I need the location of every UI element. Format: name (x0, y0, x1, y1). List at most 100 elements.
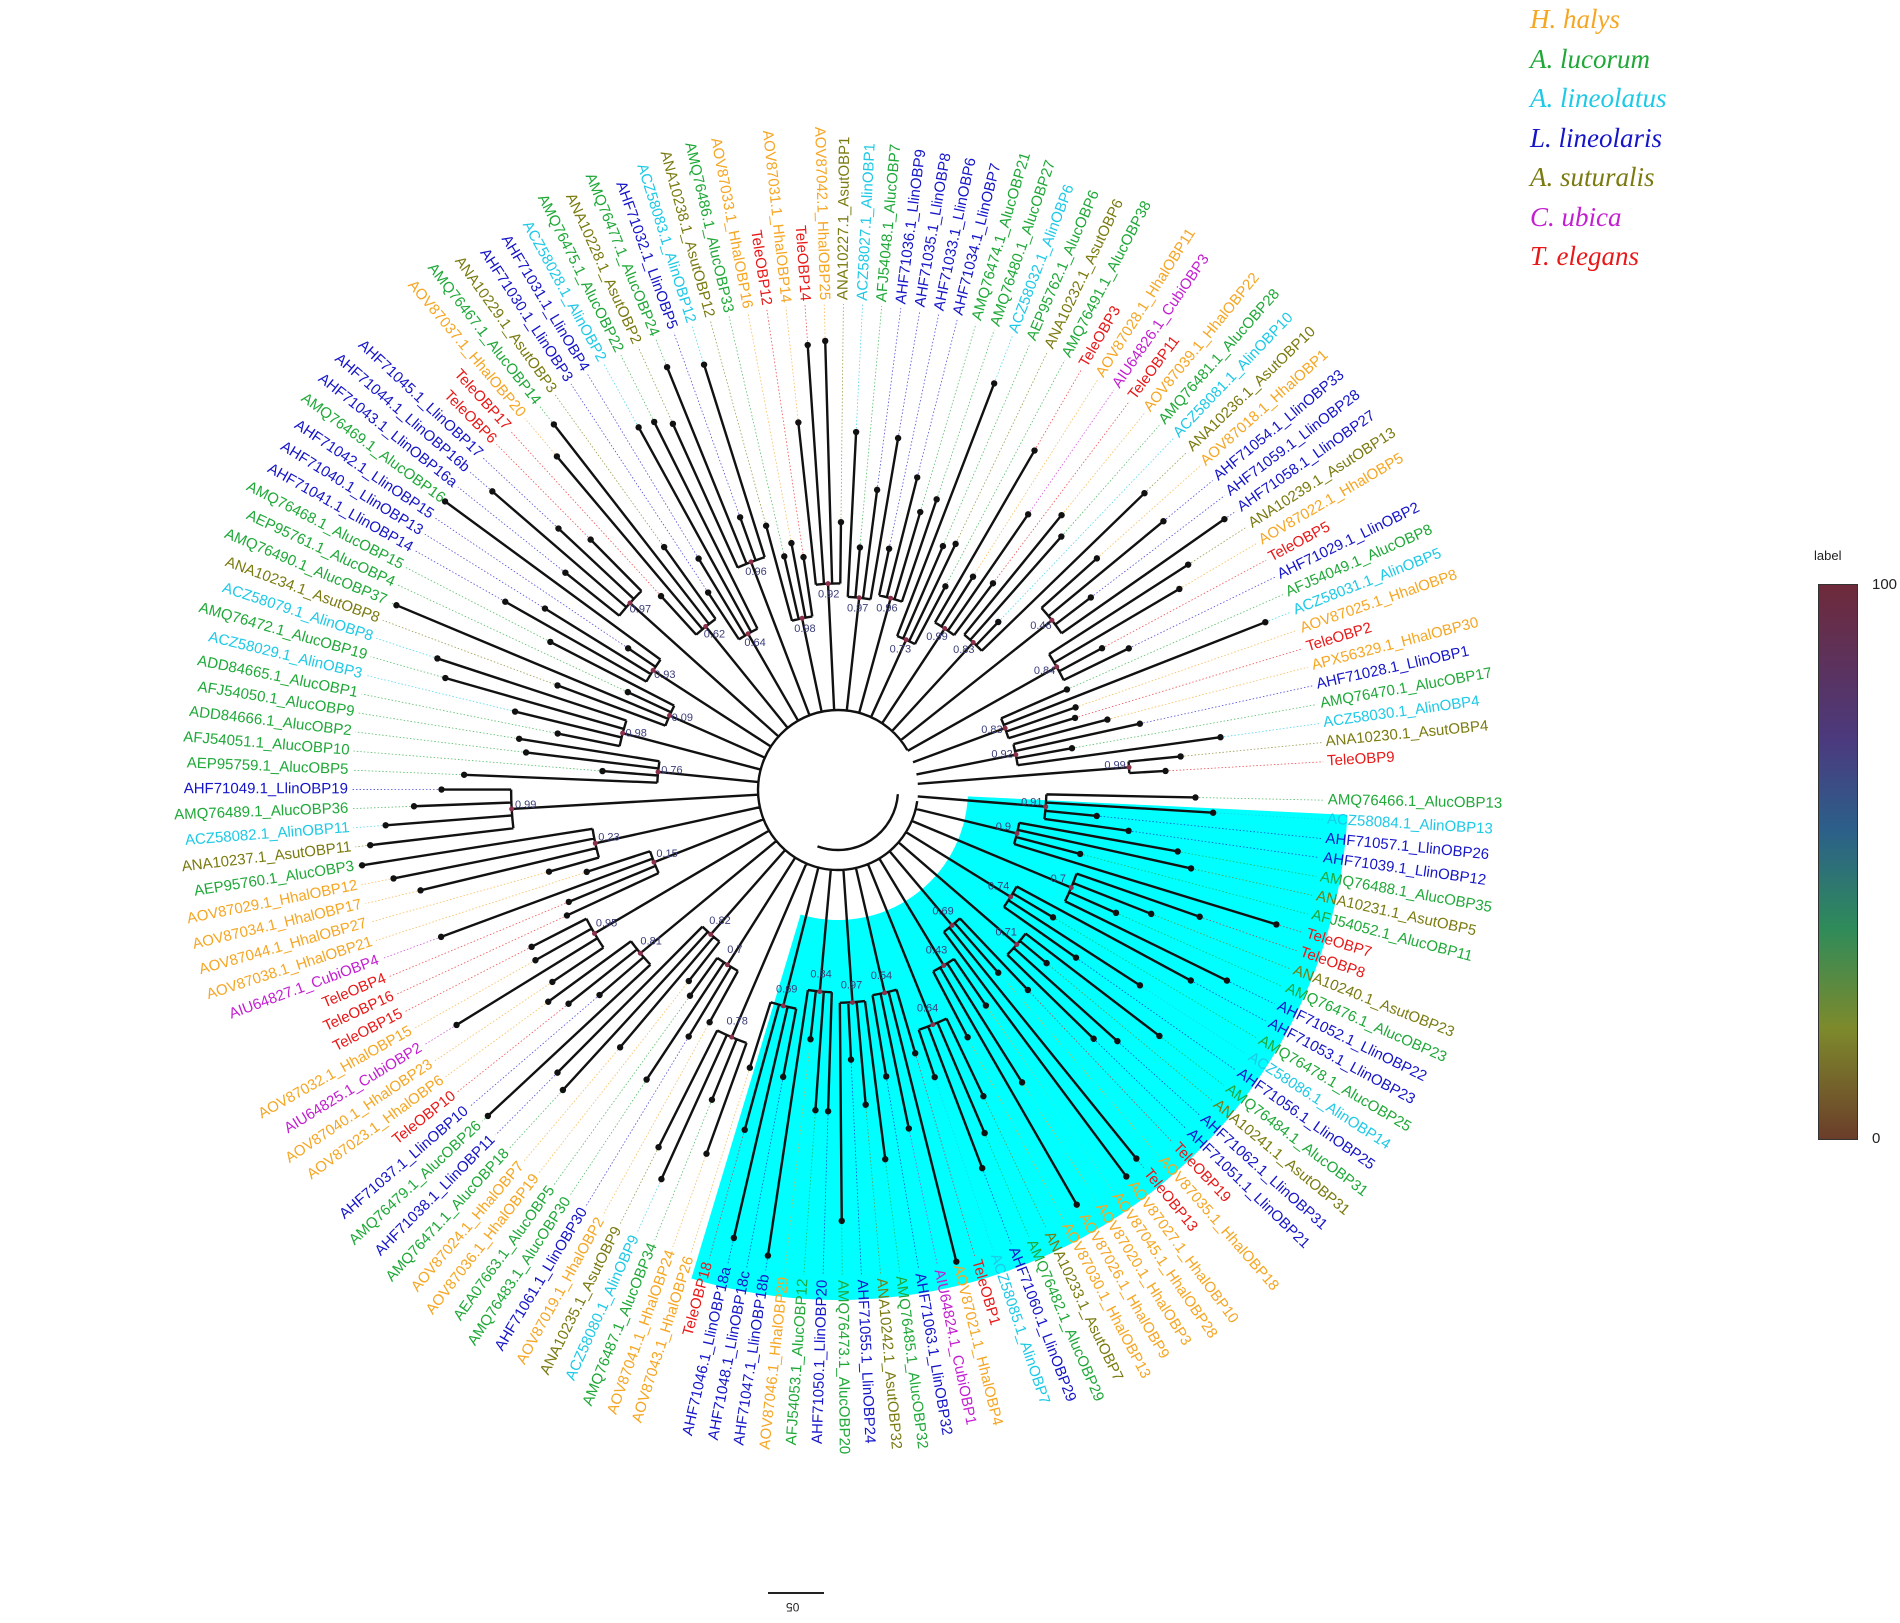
tip-node (741, 1126, 748, 1134)
legend-item-h-halys: H. halys (1530, 4, 1620, 34)
tip-leader-line (619, 1147, 659, 1225)
tip-label: AOV87042.1_HhalOBP25 (811, 127, 833, 301)
tip-leader-line (765, 1255, 769, 1271)
internal-node (1054, 664, 1060, 670)
tip-node (979, 1164, 986, 1172)
tip-node (704, 589, 712, 596)
colorbar-min-label: 0 (1872, 1130, 1881, 1147)
tip-node (862, 1101, 869, 1108)
tip-node (382, 822, 389, 829)
internal-node (1014, 941, 1020, 947)
tip-leader-line (855, 304, 863, 433)
support-value-label: 0.98 (625, 728, 646, 740)
tip-node (824, 1108, 832, 1115)
tip-leader-line (1180, 742, 1322, 757)
tip-node (933, 496, 940, 503)
scale-bar-line (768, 1592, 824, 1594)
tip-node (565, 898, 572, 906)
tip-labels: AMQ76466.1_AlucOBP13ACZ58084.1_AlinOBP13… (174, 127, 1502, 1455)
tip-node (511, 708, 519, 715)
internal-node (1126, 764, 1132, 770)
tip-leader-line (569, 1079, 647, 1196)
support-value-label: 0.76 (661, 764, 682, 776)
tip-leader-line (469, 471, 493, 492)
support-value-label: 0.97 (847, 603, 868, 615)
tip-label: AHF71055.1_LlinOBP24 (854, 1279, 879, 1444)
tip-node (555, 525, 562, 532)
support-value-label: 0.81 (640, 935, 661, 947)
tip-node (873, 486, 881, 494)
tip-leader-line (1074, 648, 1304, 719)
tip-node (1087, 594, 1095, 601)
tip-node (441, 498, 449, 505)
tip-leader-line (1066, 594, 1284, 690)
tip-node (1024, 511, 1032, 518)
tip-node (807, 1035, 814, 1043)
tip-node (708, 1096, 716, 1103)
support-value-label: 0.84 (1034, 665, 1055, 677)
tip-leader-line (355, 731, 527, 753)
tip-node (1177, 753, 1184, 760)
tip-node (995, 969, 1002, 976)
tip-leader-line (602, 1022, 710, 1216)
tip-leader-line (1276, 924, 1303, 933)
tip-leader-line (1128, 830, 1320, 858)
tip-node (583, 868, 590, 876)
support-value-label: 0.54 (871, 970, 892, 982)
tip-leader-line (1027, 989, 1173, 1143)
tip-node (917, 508, 924, 516)
tip-leader-line (1128, 576, 1276, 649)
tip-leader-line (885, 1076, 920, 1270)
tip-leader-line (803, 1110, 816, 1275)
tip-node (554, 682, 561, 689)
tip-leader-line (897, 310, 921, 439)
tip-leader-line (908, 1128, 938, 1266)
internal-node (509, 806, 515, 812)
tip-leader-line (1159, 1035, 1225, 1086)
tip-node (657, 592, 665, 600)
support-value-label: 0.71 (995, 926, 1016, 938)
tip-leader-line (865, 1104, 881, 1275)
legend-item-l-lineolaris: L. lineolaris (1530, 122, 1663, 153)
tip-leader-line (375, 871, 587, 941)
tip-node (914, 474, 921, 481)
tip-leader-line (553, 995, 691, 1185)
tip-node (565, 1000, 572, 1007)
tip-node (1098, 645, 1106, 652)
tip-node (686, 992, 694, 999)
tip-leader-line (993, 336, 1013, 384)
tip-node (1217, 734, 1224, 741)
tip-node (931, 1073, 938, 1081)
tip-node (912, 1050, 919, 1057)
tip-leader-line (945, 359, 1066, 587)
tip-node (663, 363, 671, 371)
tip-leader-line (1265, 611, 1291, 623)
tip-leader-line (1096, 465, 1201, 559)
tip-node (781, 553, 788, 560)
tip-leader-line (1090, 495, 1225, 598)
tip-node (1072, 704, 1079, 711)
tip-leader-line (914, 1053, 976, 1257)
tip-label: TeleOBP14 (792, 225, 814, 302)
tip-leader-line (358, 712, 520, 740)
tip-leader-line (365, 674, 516, 712)
support-value-label: 0.92 (991, 748, 1012, 760)
support-value-label: 0.9 (996, 821, 1011, 833)
internal-node (655, 769, 661, 775)
tip-leader-line (884, 1159, 901, 1273)
tip-leader-line (840, 304, 844, 523)
tip-node (1136, 982, 1144, 989)
tip-node (599, 767, 606, 775)
tip-node (1071, 714, 1079, 722)
tip-leader-line (1027, 389, 1115, 515)
tip-node (990, 380, 998, 387)
tip-node (847, 1056, 855, 1063)
tip-leader-line (1177, 851, 1317, 877)
tip-node (812, 1107, 819, 1114)
tip-node (939, 542, 947, 550)
tip-node (894, 434, 902, 442)
tip-leader-line (352, 769, 465, 776)
tip-leader-line (1096, 815, 1322, 839)
tip-node (545, 998, 552, 1005)
tip-leader-line (1195, 797, 1324, 801)
